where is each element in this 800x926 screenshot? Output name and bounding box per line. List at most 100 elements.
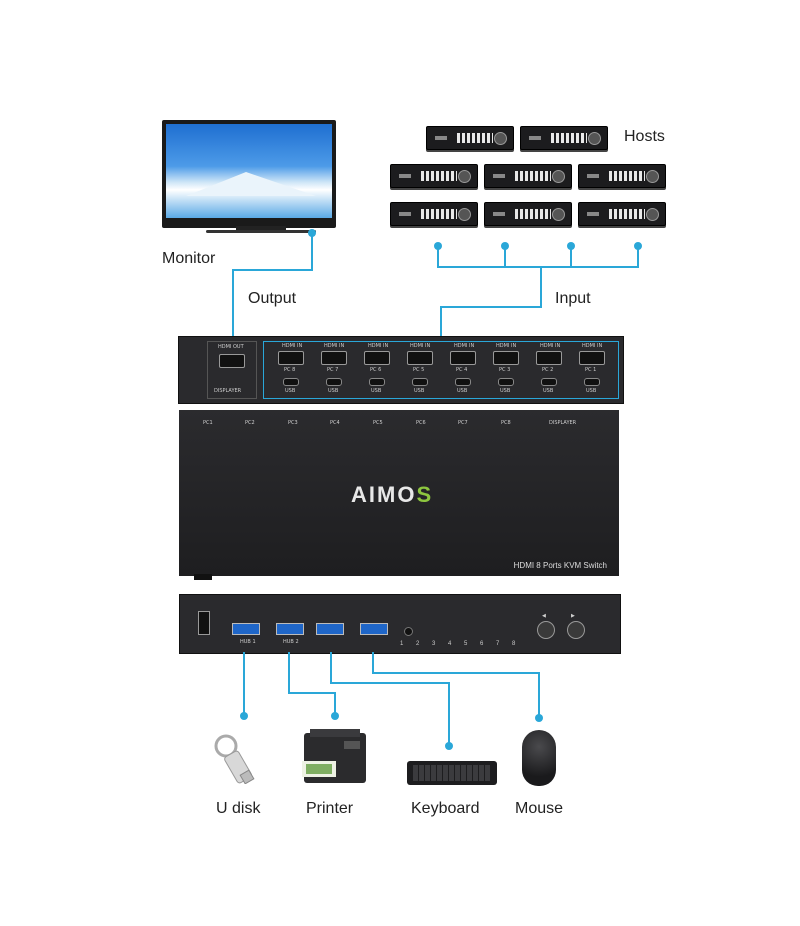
hdmi-in-port [321,351,347,365]
device-foot [194,574,212,580]
u-disk-connector [240,712,248,720]
top-port-label: DISPLAYER [549,420,577,426]
host-1 [426,126,514,150]
usb-hub-1-port [232,623,260,635]
rear-port-label: PC 7 [327,367,339,373]
input-wire [440,306,542,308]
keyboard-label: Keyboard [411,800,480,817]
input-wire [540,266,542,308]
rear-port-label: PC 2 [542,367,554,373]
printer-icon [302,729,366,783]
port-led-label: 5 [464,641,468,647]
host-6 [390,202,478,226]
keyboard-wire [330,652,332,684]
top-port-label: PC7 [458,420,468,426]
output-wire [232,269,234,339]
top-port-label: PC6 [416,420,426,426]
hdmi-in-port [579,351,605,365]
monitor-image [162,120,336,228]
usb-label: USB [543,388,554,394]
host-3 [390,164,478,188]
brand-logo: AIMOS [351,482,434,507]
output-wire [311,233,313,271]
mouse-wire [372,652,374,674]
port-led-label: 4 [448,641,452,647]
prev-port-button[interactable] [537,621,555,639]
hdmi-in-label: HDMI IN [496,343,517,349]
usb-c-port [455,378,471,386]
monitor-base [206,230,316,233]
hdmi-in-label: HDMI IN [582,343,603,349]
keyboard-wire [448,682,450,744]
host-5 [578,164,666,188]
port-led-label: 7 [496,641,500,647]
usb-mouse-port [360,623,388,635]
input-label: Input [555,290,591,307]
port-led-label: 1 [400,641,404,647]
usb-c-port [584,378,600,386]
rear-port-label: PC 6 [370,367,382,373]
mouse-wire [372,672,540,674]
rear-port-label: PC 4 [456,367,468,373]
displayer-label: DISPLAYER [214,388,242,394]
input-wire [637,246,639,268]
hdmi-in-port [364,351,390,365]
host-8 [578,202,666,226]
hdmi-in-port [450,351,476,365]
hdmi-in-section: HDMI IN HDMI IN HDMI IN HDMI IN HDMI IN … [263,341,619,399]
usb-c-port [498,378,514,386]
model-name: HDMI 8 Ports KVM Switch [513,561,607,570]
usb-label: USB [500,388,511,394]
usb-c-port [326,378,342,386]
input-wire [504,246,506,268]
mouse-label: Mouse [515,800,564,817]
usb-c-port [541,378,557,386]
rear-port-label: PC 5 [413,367,425,373]
hdmi-in-label: HDMI IN [454,343,475,349]
usb-label: USB [414,388,425,394]
output-label: Output [248,290,297,307]
monitor-screen [166,124,332,218]
host-2 [520,126,608,150]
hdmi-in-port [407,351,433,365]
top-port-label: PC3 [288,420,298,426]
rear-port-label: PC 3 [499,367,511,373]
u-disk-icon [214,734,255,784]
hdmi-in-port [493,351,519,365]
indicator-hole [404,627,413,636]
keyboard-icon [407,761,497,785]
top-port-label: PC5 [373,420,383,426]
port-led-label: 2 [416,641,420,647]
input-wire [437,246,439,268]
printer-wire [288,692,336,694]
usb-label: USB [457,388,468,394]
hdmi-in-label: HDMI IN [282,343,303,349]
monitor-label: Monitor [162,250,216,267]
kvm-rear-panel: HDMI OUT DISPLAYER HDMI IN HDMI IN HDMI … [178,336,624,404]
output-wire [232,269,313,271]
power-switch[interactable] [198,611,210,635]
top-port-label: PC1 [203,420,213,426]
usb-c-port [412,378,428,386]
hdmi-out-port [219,354,245,368]
arrow-right-icon: ▶ [571,613,575,619]
hdmi-in-label: HDMI IN [540,343,561,349]
hosts-label: Hosts [624,128,665,145]
mouse-icon [522,730,556,786]
port-led-label: 8 [512,641,516,647]
hdmi-in-port [278,351,304,365]
rear-port-label: PC 8 [284,367,296,373]
hdmi-out-label: HDMI OUT [218,344,244,350]
u-disk-label: U disk [216,800,261,817]
usb-keyboard-port [316,623,344,635]
usb-c-port [369,378,385,386]
hub-1-label: HUB 1 [240,639,256,645]
keyboard-wire [330,682,450,684]
hdmi-in-port [536,351,562,365]
port-led-label: 6 [480,641,484,647]
host-7 [484,202,572,226]
top-port-label: PC2 [245,420,255,426]
next-port-button[interactable] [567,621,585,639]
printer-label: Printer [306,800,354,817]
input-wire [437,266,639,268]
